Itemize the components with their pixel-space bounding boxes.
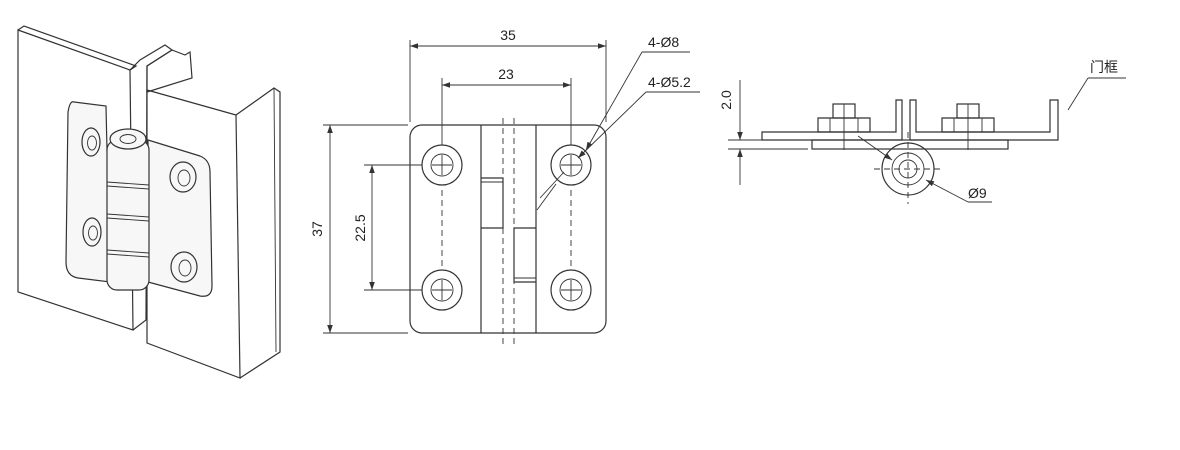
- dimension-hole-spacing-y: 22.5: [352, 164, 422, 291]
- through-hole-label: 4-Ø5.2: [648, 74, 691, 90]
- dimension-width-label: 35: [500, 27, 516, 43]
- dimension-hole-spacing-x-label: 23: [498, 66, 514, 82]
- dimension-height-label: 37: [309, 221, 325, 237]
- iso-right-leaf-holes: [169, 161, 198, 283]
- isometric-hinge-view: [17, 25, 281, 379]
- front-knuckle-segments: [481, 177, 536, 283]
- thickness-label: 2.0: [718, 90, 734, 110]
- dimension-hole-spacing-y-label: 22.5: [352, 214, 368, 241]
- side-left-nut: [817, 103, 871, 150]
- knuckle-diameter-label: Ø9: [968, 185, 987, 201]
- dimension-hole-spacing-x: 23: [441, 66, 572, 145]
- iso-center-flange-right: [146, 49, 193, 93]
- leader-countersink: 4-Ø8: [536, 34, 690, 211]
- iso-left-leaf-holes: [81, 127, 102, 247]
- side-view: Ø9 2.0 门框: [718, 59, 1126, 204]
- iso-right-return: [235, 87, 281, 379]
- side-hinge-leaf: [811, 139, 1009, 150]
- dimension-height: 37: [309, 124, 408, 334]
- leader-knuckle-diameter: Ø9: [857, 135, 992, 203]
- countersink-label: 4-Ø8: [648, 34, 679, 50]
- leader-door-frame: 门框: [1067, 59, 1126, 111]
- dimension-thickness: 2.0: [718, 80, 808, 185]
- iso-knuckle-barrel: [106, 128, 150, 291]
- side-right-bracket: [909, 99, 1059, 141]
- side-knuckle: [874, 132, 942, 204]
- front-view: 35 23 37 22.5 4-Ø8: [309, 27, 700, 345]
- leader-through-hole: 4-Ø5.2: [539, 74, 700, 199]
- side-right-nut: [941, 103, 995, 150]
- door-frame-label: 门框: [1090, 59, 1118, 75]
- front-mounting-holes: [421, 144, 592, 311]
- dimension-width: 35: [409, 27, 607, 122]
- side-left-bracket: [761, 99, 903, 141]
- iso-left-plate-edge: [17, 25, 138, 71]
- front-plate-outline: [409, 124, 607, 334]
